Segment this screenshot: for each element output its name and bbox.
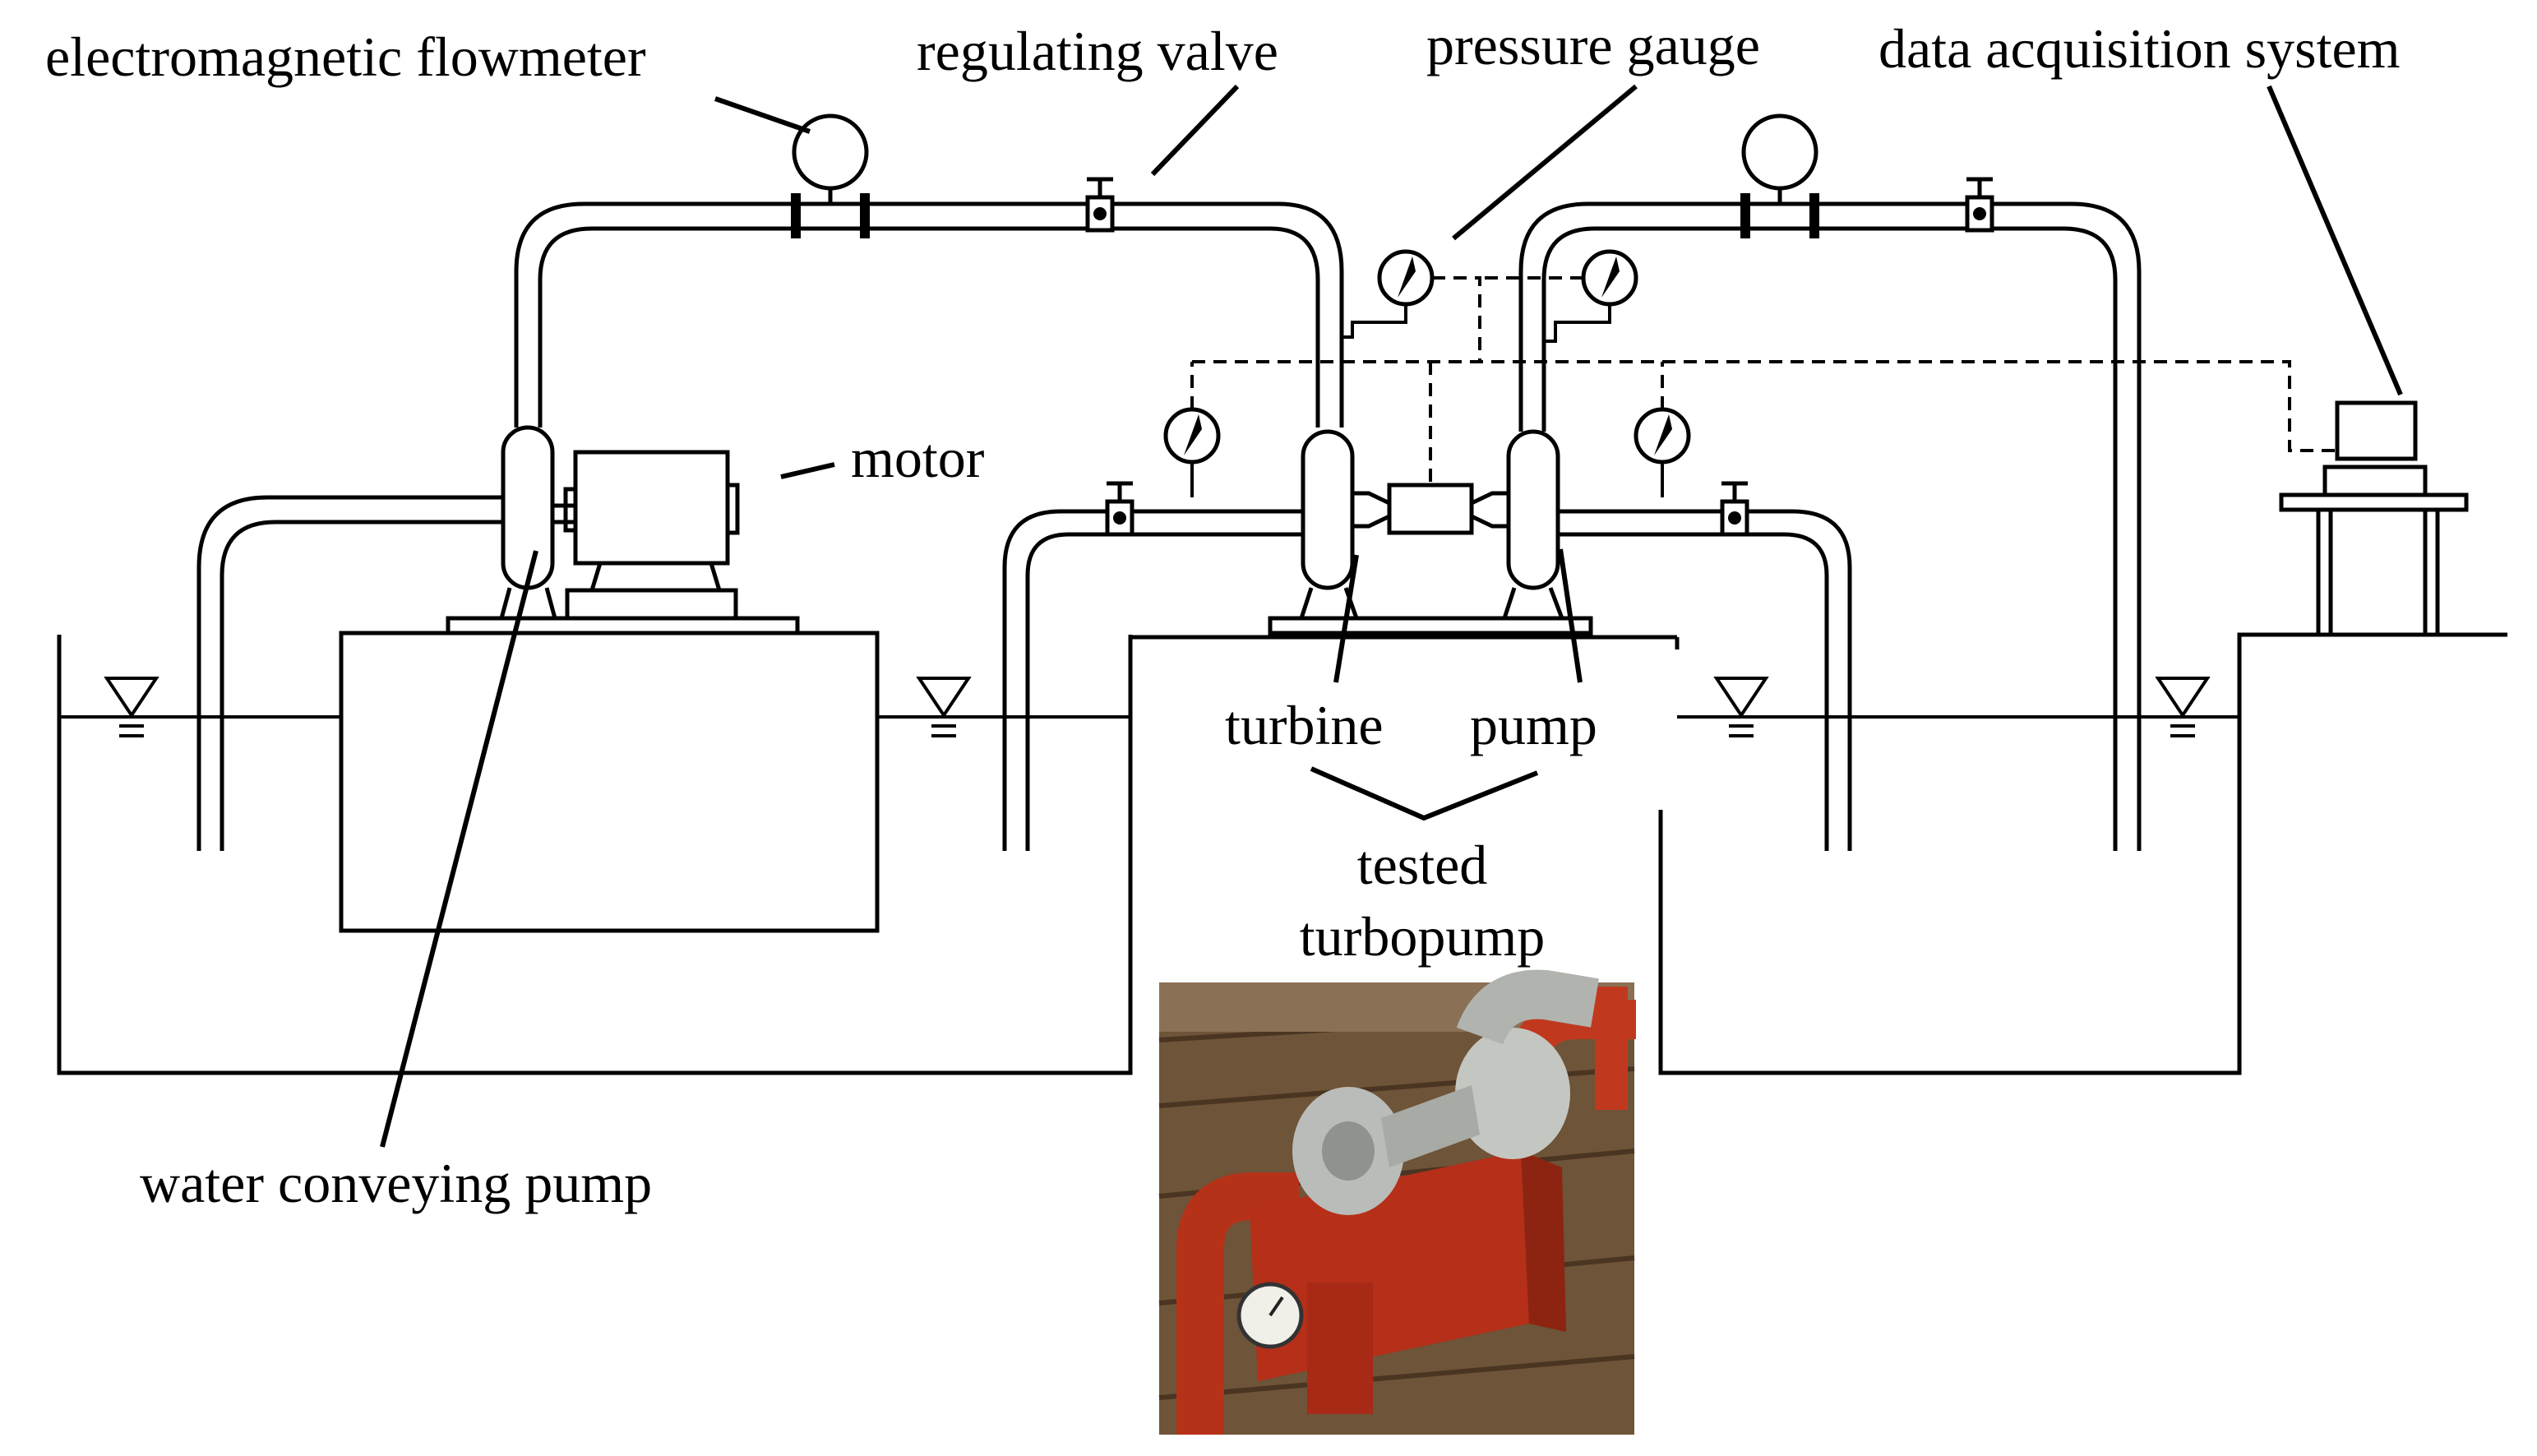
- photo-casings: [1292, 969, 1599, 1215]
- photo-base: [1250, 1151, 1566, 1414]
- water-level-symbol: [2155, 677, 2211, 737]
- leader-lines: [380, 84, 2403, 1148]
- motor-platform: [339, 616, 880, 933]
- motor: [563, 450, 740, 621]
- label-pump: pump: [1470, 694, 1597, 756]
- pump-inlet-pipe: [1558, 509, 1852, 851]
- turbine-outlet-pipe: [1002, 509, 1303, 851]
- label-water-conveying-pump: water conveying pump: [140, 1152, 652, 1214]
- pressure-gauge-icon: [1544, 249, 1638, 343]
- label-tested: tested: [1357, 834, 1488, 896]
- label-turbine: turbine: [1225, 694, 1384, 756]
- regulating-valve: [1105, 481, 1134, 537]
- data-acquisition-system: [2279, 400, 2469, 635]
- label-turbopump: turbopump: [1300, 905, 1545, 968]
- regulating-valve: [1085, 177, 1115, 233]
- water-conveying-pump: [499, 425, 575, 619]
- top-right-pipe-loop: [1518, 201, 2142, 851]
- signal-lines: [1190, 276, 2335, 485]
- water-level-symbol: [916, 677, 972, 737]
- pump-casing: [1502, 429, 1564, 619]
- top-left-pipe-loop: [514, 201, 1344, 428]
- turbine-casing: [1299, 429, 1359, 619]
- electromagnetic-flowmeter: [791, 113, 870, 238]
- label-regulating-valve: regulating valve: [917, 20, 1278, 82]
- regulating-valve: [1720, 481, 1749, 537]
- electromagnetic-flowmeter: [1740, 113, 1819, 238]
- regulating-valve: [1965, 177, 1994, 233]
- pressure-gauge-icon: [1634, 407, 1691, 497]
- center-platform: [1268, 616, 1593, 636]
- water-level-symbol: [104, 677, 159, 737]
- label-data-acquisition-system: data acquisition system: [1878, 17, 2401, 80]
- shaft-coupling: [1352, 483, 1509, 535]
- pressure-gauge-icon: [1342, 249, 1435, 339]
- turbopump-photo: [1158, 969, 1636, 1435]
- label-electromagnetic-flowmeter: electromagnetic flowmeter: [45, 25, 646, 88]
- label-pressure-gauge: pressure gauge: [1426, 14, 1760, 76]
- label-motor: motor: [851, 427, 985, 489]
- pressure-gauge-icon: [1163, 407, 1221, 497]
- photo-gauge-icon: [1236, 1282, 1304, 1349]
- left-suction-pipe: [196, 495, 503, 851]
- water-level-symbol: [1713, 677, 1769, 737]
- right-water-tank: [1658, 632, 2507, 1075]
